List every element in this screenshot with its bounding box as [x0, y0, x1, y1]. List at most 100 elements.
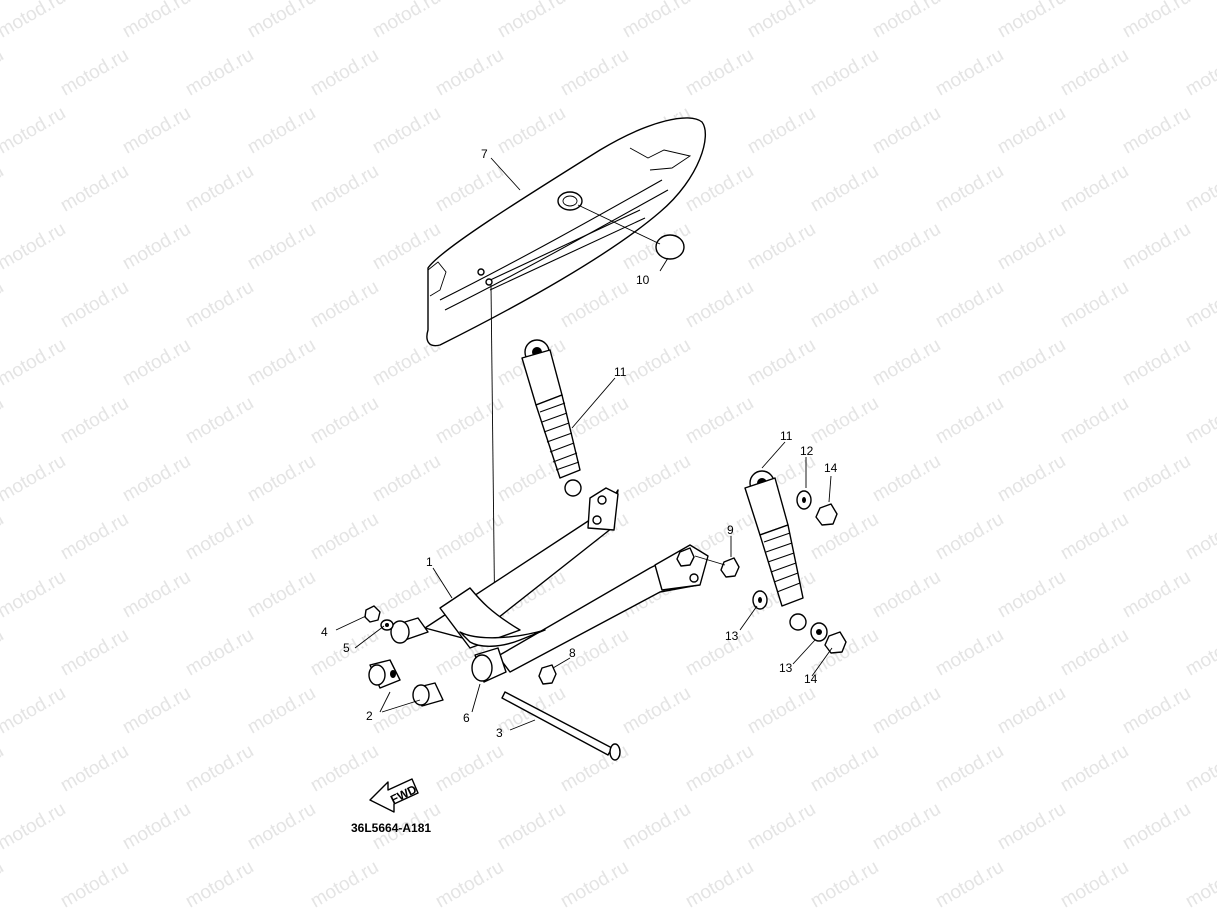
- callout-5: 5: [343, 641, 350, 655]
- callout-2: 2: [366, 709, 373, 723]
- watermark-text: motod.ru: [994, 0, 1069, 42]
- watermark-text: motod.ru: [307, 741, 382, 797]
- watermark-text: motod.ru: [682, 45, 757, 101]
- watermark-text: motod.ru: [994, 799, 1069, 855]
- watermark-text: motod.ru: [1057, 45, 1132, 101]
- watermark-text: motod.ru: [0, 625, 7, 681]
- watermark-text: motod.ru: [0, 277, 7, 333]
- watermark-text: motod.ru: [494, 0, 569, 42]
- fwd-arrow-icon: FWD: [369, 778, 419, 813]
- watermark-text: motod.ru: [869, 103, 944, 159]
- watermark-text: motod.ru: [1057, 857, 1132, 913]
- diagram-code: 36L5664-A181: [351, 821, 431, 835]
- watermark-text: motod.ru: [744, 683, 819, 739]
- watermark-text: motod.ru: [1057, 393, 1132, 449]
- watermark-text: motod.ru: [119, 567, 194, 623]
- watermark-text: motod.ru: [1119, 567, 1194, 623]
- watermark-text: motod.ru: [119, 0, 194, 42]
- chain-case: [426, 117, 706, 347]
- watermark-text: motod.ru: [994, 103, 1069, 159]
- watermark-text: motod.ru: [1182, 741, 1217, 797]
- watermark-text: motod.ru: [932, 741, 1007, 797]
- watermark-text: motod.ru: [1057, 277, 1132, 333]
- watermark-text: motod.ru: [619, 335, 694, 391]
- callout-4: 4: [321, 625, 328, 639]
- watermark-text: motod.ru: [557, 45, 632, 101]
- watermark-text: motod.ru: [1057, 741, 1132, 797]
- watermark-text: motod.ru: [57, 857, 132, 913]
- watermark-text: motod.ru: [119, 451, 194, 507]
- watermark-text: motod.ru: [557, 741, 632, 797]
- watermark-text: motod.ru: [682, 857, 757, 913]
- watermark-text: motod.ru: [494, 799, 569, 855]
- watermark-text: motod.ru: [244, 451, 319, 507]
- watermark-text: motod.ru: [57, 509, 132, 565]
- watermark-text: motod.ru: [994, 335, 1069, 391]
- watermark-text: motod.ru: [0, 219, 69, 275]
- watermark-text: motod.ru: [432, 857, 507, 913]
- watermark-text: motod.ru: [119, 683, 194, 739]
- watermark-text: motod.ru: [494, 103, 569, 159]
- watermark-text: motod.ru: [682, 277, 757, 333]
- callout-8: 8: [569, 646, 576, 660]
- watermark-text: motod.ru: [432, 509, 507, 565]
- watermark-text: motod.ru: [307, 161, 382, 217]
- watermark-text: motod.ru: [57, 161, 132, 217]
- watermark-text: motod.ru: [0, 161, 7, 217]
- callout-9: 9: [727, 523, 734, 537]
- watermark-text: motod.ru: [1119, 335, 1194, 391]
- watermark-text: motod.ru: [182, 161, 257, 217]
- watermark-text: motod.ru: [0, 683, 69, 739]
- pivot-shaft: [501, 691, 621, 761]
- watermark-text: motod.ru: [1119, 0, 1194, 42]
- watermark-text: motod.ru: [744, 335, 819, 391]
- callout-7: 7: [481, 147, 488, 161]
- fasteners: [364, 490, 847, 685]
- watermark-text: motod.ru: [0, 567, 69, 623]
- watermark-text: motod.ru: [1182, 625, 1217, 681]
- callout-1: 1: [426, 555, 433, 569]
- watermark-text: motod.ru: [807, 45, 882, 101]
- watermark-text: motod.ru: [0, 451, 69, 507]
- callout-11-right: 11: [780, 429, 793, 443]
- watermark-text: motod.ru: [682, 741, 757, 797]
- pivot-bushings: [368, 617, 507, 707]
- cap: [577, 204, 685, 260]
- callout-10: 10: [636, 273, 650, 287]
- watermark-text: motod.ru: [807, 741, 882, 797]
- watermark-text: motod.ru: [869, 683, 944, 739]
- callout-11-left: 11: [614, 365, 627, 379]
- watermark-text: motod.ru: [557, 857, 632, 913]
- watermark-text: motod.ru: [432, 741, 507, 797]
- watermark-text: motod.ru: [619, 451, 694, 507]
- watermark-text: motod.ru: [182, 509, 257, 565]
- watermark-text: motod.ru: [744, 799, 819, 855]
- watermark-text: motod.ru: [369, 567, 444, 623]
- right-shock-absorber: [744, 470, 807, 631]
- watermark-text: motod.ru: [1182, 161, 1217, 217]
- watermark-text: motod.ru: [432, 45, 507, 101]
- watermark-text: motod.ru: [1182, 277, 1217, 333]
- watermark-text: motod.ru: [119, 219, 194, 275]
- watermark-text: motod.ru: [869, 567, 944, 623]
- watermark-text: motod.ru: [744, 219, 819, 275]
- watermark-text: motod.ru: [1182, 45, 1217, 101]
- watermark-text: motod.ru: [807, 161, 882, 217]
- watermark-text: motod.ru: [1119, 219, 1194, 275]
- watermark-text: motod.ru: [0, 45, 7, 101]
- watermark-text: motod.ru: [744, 103, 819, 159]
- callout-3: 3: [496, 726, 503, 740]
- watermark-text: motod.ru: [932, 161, 1007, 217]
- watermark-text: motod.ru: [0, 799, 69, 855]
- swingarm: [424, 487, 709, 673]
- watermark-text: motod.ru: [557, 277, 632, 333]
- watermark-text: motod.ru: [1119, 451, 1194, 507]
- watermark-text: motod.ru: [432, 393, 507, 449]
- watermark-text: motod.ru: [932, 509, 1007, 565]
- watermark-text: motod.ru: [1119, 103, 1194, 159]
- watermark-text: motod.ru: [1057, 625, 1132, 681]
- watermark-text: motod.ru: [0, 0, 69, 42]
- watermark-text: motod.ru: [57, 625, 132, 681]
- watermark-text: motod.ru: [932, 857, 1007, 913]
- watermark-text: motod.ru: [1119, 683, 1194, 739]
